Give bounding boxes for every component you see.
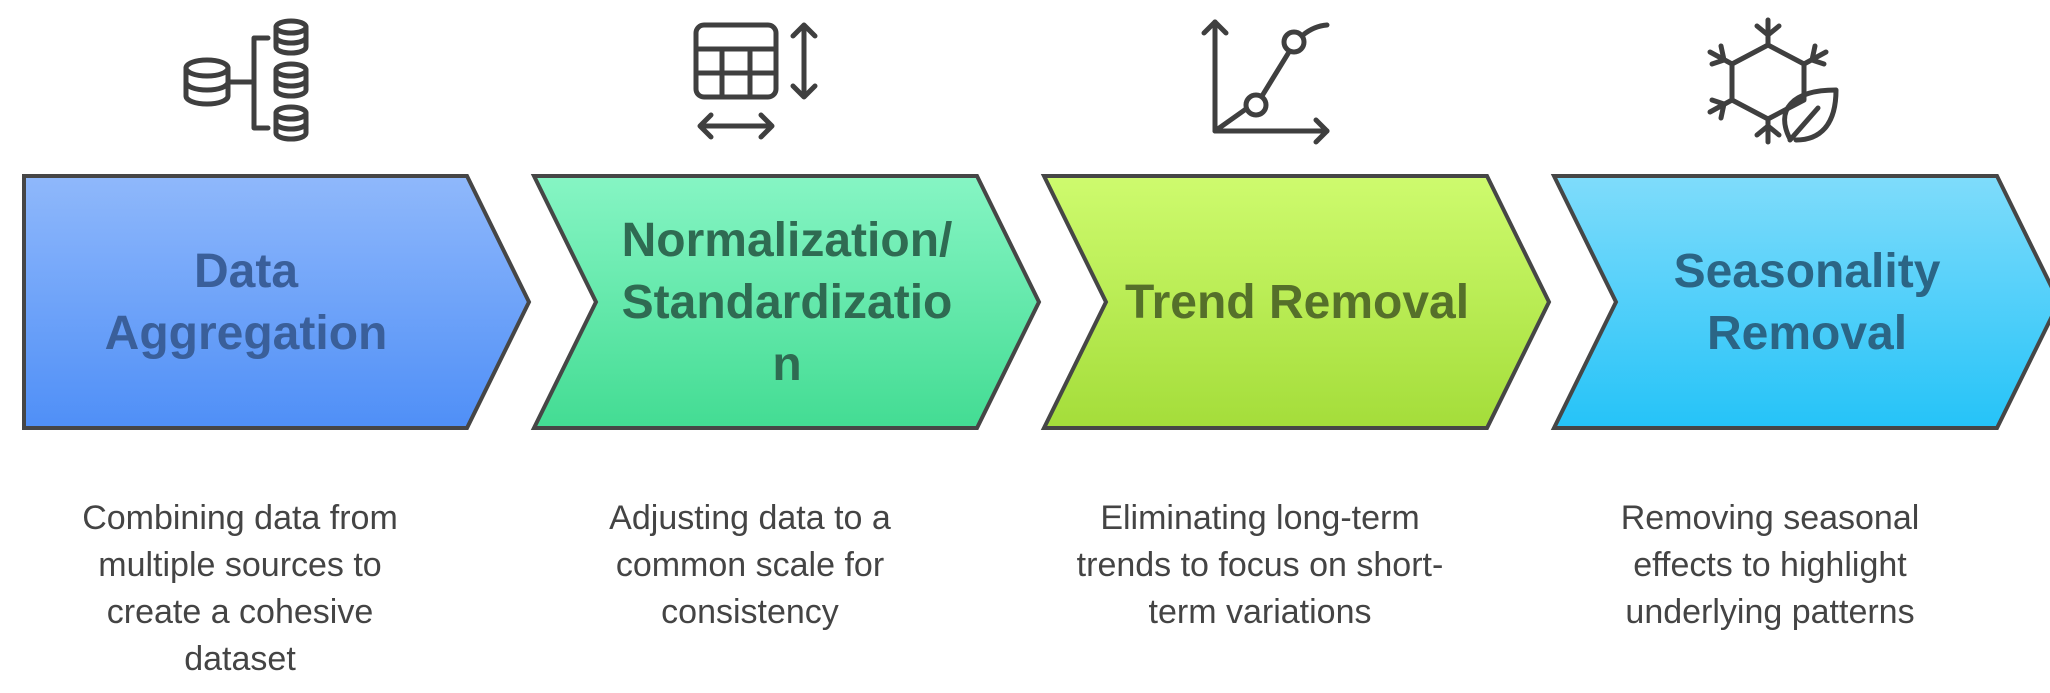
step-arrow-2	[530, 174, 1042, 430]
step-title-2-line-1: Normalization/	[622, 214, 953, 267]
season-snowflake-leaf-icon	[1707, 17, 1839, 145]
step-arrow-4	[1550, 174, 2050, 430]
step-title-1-line-2: Aggregation	[105, 307, 388, 360]
step-description-2: Adjusting data to a common scale for con…	[609, 499, 891, 631]
database-merge-icon	[183, 18, 309, 142]
step-arrow-1	[22, 174, 532, 430]
step-title-2-line-2: Standardizatio	[622, 276, 953, 329]
step-description-4: Removing seasonal effects to highlight u…	[1620, 499, 1920, 631]
step-title-4-line-1: Seasonality	[1674, 245, 1941, 298]
table-resize-icon	[693, 22, 818, 140]
step-title-2-line-3: n	[772, 338, 801, 391]
step-description-3: Eliminating long-term trends to focus on…	[1076, 499, 1444, 631]
trend-chart-icon	[1201, 19, 1330, 145]
step-description-1: Combining data from multiple sources to …	[82, 499, 398, 678]
step-title-1-line-1: Data	[194, 245, 298, 298]
step-arrow-3	[1040, 174, 1552, 430]
step-title-4-line-2: Removal	[1707, 307, 1907, 360]
step-title-3-line-1: Trend Removal	[1125, 276, 1469, 329]
